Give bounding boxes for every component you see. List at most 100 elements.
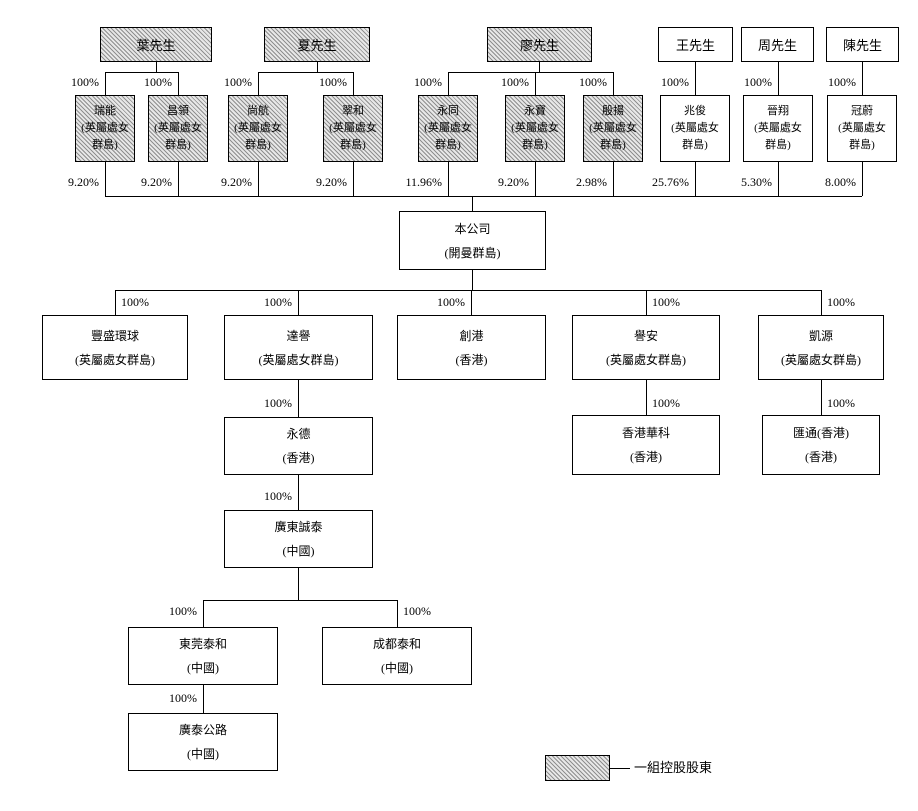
connector-line [535, 72, 536, 95]
entity-label: 成都泰和 (中國) [372, 637, 421, 675]
entity-label: 廣東誠泰 (中國) [274, 520, 323, 558]
pct-label-yongbao-owned: 100% [501, 75, 529, 89]
connector-line [778, 162, 779, 196]
connector-line [448, 72, 614, 73]
holdco-label: 兆俊 (英屬處女 群島) [671, 105, 719, 151]
connector-line [448, 72, 449, 95]
stake-label-changling: 9.20% [141, 175, 172, 189]
entity-box-hongkong-huake: 香港華科 (香港) [572, 415, 720, 475]
pct-label-guangtai-highway: 100% [169, 691, 197, 705]
connector-line [105, 162, 106, 196]
pct-label-cuihe-owned: 100% [319, 75, 347, 89]
holdco-box-changling: 昌領 (英屬處女 群島) [148, 95, 208, 162]
pct-label-jinxiang-owned: 100% [744, 75, 772, 89]
holdco-label: 殷揚 (英屬處女 群島) [589, 105, 637, 151]
connector-line [646, 290, 647, 315]
holdco-label: 瑞能 (英屬處女 群島) [81, 105, 129, 151]
connector-line [613, 162, 614, 196]
entity-label: 廣泰公路 (中國) [178, 723, 227, 761]
entity-label: 永德 (香港) [282, 427, 315, 465]
company-label: 本公司 (開曼群島) [444, 221, 501, 260]
pct-label-guangdong-chengtai: 100% [264, 489, 292, 503]
stake-label-ruineng: 9.20% [68, 175, 99, 189]
pct-label-ruineng-owned: 100% [71, 75, 99, 89]
subsidiary-box-chuanggang: 創港 (香港) [397, 315, 546, 380]
subsidiary-box-kaiyuan: 凱源 (英屬處女群島) [758, 315, 884, 380]
pct-label-guanwei-owned: 100% [828, 75, 856, 89]
connector-line [353, 162, 354, 196]
connector-line [178, 72, 179, 95]
subsidiary-box-yuan: 譽安 (英屬處女群島) [572, 315, 720, 380]
entity-box-guangdong-chengtai: 廣東誠泰 (中國) [224, 510, 373, 568]
connector-line [862, 162, 863, 196]
holdco-box-jinxiang: 晉翔 (英屬處女 群島) [743, 95, 813, 162]
person-box-wang: 王先生 [658, 27, 733, 62]
entity-box-dongguan-taihe: 東莞泰和 (中國) [128, 627, 278, 685]
pct-label-hongkong-huake: 100% [652, 396, 680, 410]
holdco-label: 冠蔚 (英屬處女 群島) [838, 105, 886, 151]
person-name: 葉先生 [136, 38, 176, 53]
pct-label-dongguan-taihe: 100% [169, 604, 197, 618]
connector-line [203, 600, 397, 601]
stake-label-shanghang: 9.20% [221, 175, 252, 189]
entity-box-huitong: 匯通(香港) (香港) [762, 415, 880, 475]
person-box-liao: 廖先生 [487, 27, 592, 62]
person-name: 夏先生 [297, 38, 337, 53]
entity-box-guangtai-highway: 廣泰公路 (中國) [128, 713, 278, 771]
connector-line [105, 72, 106, 95]
pct-label-kaiyuan: 100% [827, 295, 855, 309]
pct-label-chuanggang: 100% [437, 295, 465, 309]
entity-box-yongde: 永德 (香港) [224, 417, 373, 475]
connector-line [778, 62, 779, 95]
subsidiary-label: 豐盛環球 (英屬處女群島) [75, 328, 155, 367]
person-name: 廖先生 [519, 38, 559, 53]
subsidiary-label: 譽安 (英屬處女群島) [606, 328, 686, 367]
holdco-box-cuihe: 翠和 (英屬處女 群島) [323, 95, 383, 162]
entity-label: 東莞泰和 (中國) [178, 637, 227, 675]
subsidiary-label: 創港 (香港) [455, 328, 488, 367]
pct-label-shanghang-owned: 100% [224, 75, 252, 89]
connector-line [178, 162, 179, 196]
person-box-ye: 葉先生 [100, 27, 212, 62]
connector-line [695, 162, 696, 196]
holdco-box-shanghang: 尚航 (英屬處女 群島) [228, 95, 288, 162]
company-box: 本公司 (開曼群島) [399, 211, 546, 270]
connector-line [613, 72, 614, 95]
connector-line [298, 290, 299, 315]
entity-box-chengdu-taihe: 成都泰和 (中國) [322, 627, 472, 685]
subsidiary-label: 凱源 (英屬處女群島) [781, 328, 861, 367]
connector-line [610, 768, 630, 769]
stake-label-yongtong: 11.96% [405, 175, 442, 189]
pct-label-chengdu-taihe: 100% [403, 604, 431, 618]
connector-line [821, 290, 822, 315]
connector-line [115, 290, 821, 291]
pct-label-yinyang-owned: 100% [579, 75, 607, 89]
connector-line [203, 685, 204, 713]
connector-line [317, 62, 318, 72]
holdco-label: 翠和 (英屬處女 群島) [329, 105, 377, 151]
connector-line [397, 600, 398, 627]
connector-line [353, 72, 354, 95]
pct-label-zhaojun-owned: 100% [661, 75, 689, 89]
entity-label: 香港華科 (香港) [621, 426, 670, 464]
holdco-label: 昌領 (英屬處女 群島) [154, 105, 202, 151]
connector-line [539, 62, 540, 72]
holdco-box-guanwei: 冠蔚 (英屬處女 群島) [827, 95, 897, 162]
connector-line [298, 475, 299, 510]
holdco-box-yongbao: 永寶 (英屬處女 群島) [505, 95, 565, 162]
connector-line [472, 270, 473, 290]
subsidiary-label: 達譽 (英屬處女群島) [258, 328, 339, 367]
holdco-box-yongtong: 永同 (英屬處女 群島) [418, 95, 478, 162]
entity-label: 匯通(香港) (香港) [793, 426, 849, 464]
connector-line [646, 380, 647, 415]
pct-label-dayu: 100% [264, 295, 292, 309]
connector-line [862, 62, 863, 95]
holdco-label: 尚航 (英屬處女 群島) [234, 105, 282, 151]
subsidiary-box-dayu: 達譽 (英屬處女群島) [224, 315, 373, 380]
connector-line [258, 162, 259, 196]
stake-label-yinyang: 2.98% [576, 175, 607, 189]
pct-label-fengsheng: 100% [121, 295, 149, 309]
person-box-xia: 夏先生 [264, 27, 370, 62]
stake-label-cuihe: 9.20% [316, 175, 347, 189]
